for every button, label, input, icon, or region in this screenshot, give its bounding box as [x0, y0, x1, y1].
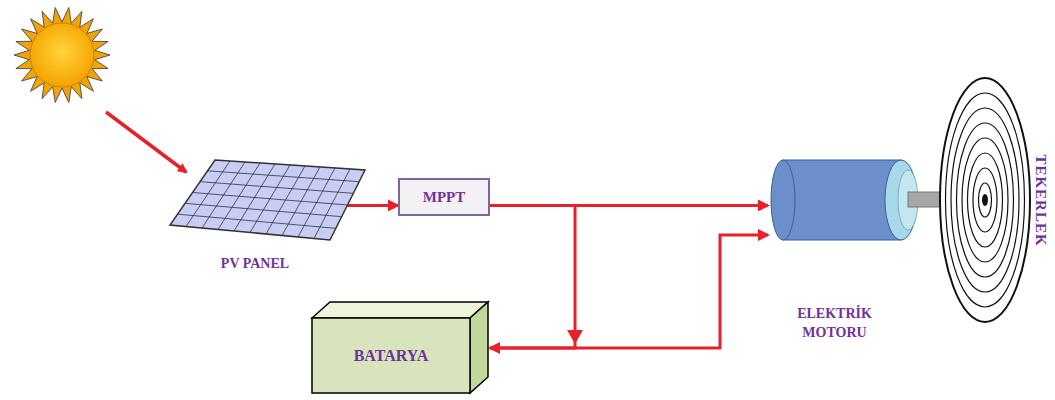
- node-label: PV PANEL: [185, 255, 325, 274]
- node-label: BATARYA: [312, 318, 470, 393]
- power-flow-arrow: [490, 235, 768, 348]
- wheel: TEKERLEK: [940, 75, 1052, 330]
- power-flow-arrow: [347, 204, 398, 207]
- power-flow-arrow: [490, 205, 575, 348]
- node-label: TEKERLEK: [1031, 154, 1048, 246]
- mppt-box: MPPT: [398, 178, 490, 216]
- sun-disc: [30, 23, 94, 87]
- node-label: MPPT: [423, 189, 466, 206]
- light-ray-arrow: [106, 112, 186, 172]
- node-label: ELEKTRİK MOTORU: [772, 305, 897, 343]
- pv-panel: PV PANEL: [165, 158, 370, 283]
- battery-box: BATARYA: [310, 300, 490, 395]
- electric-motor: ELEKTRİK MOTORU: [768, 155, 948, 360]
- sun-rays: [14, 8, 110, 103]
